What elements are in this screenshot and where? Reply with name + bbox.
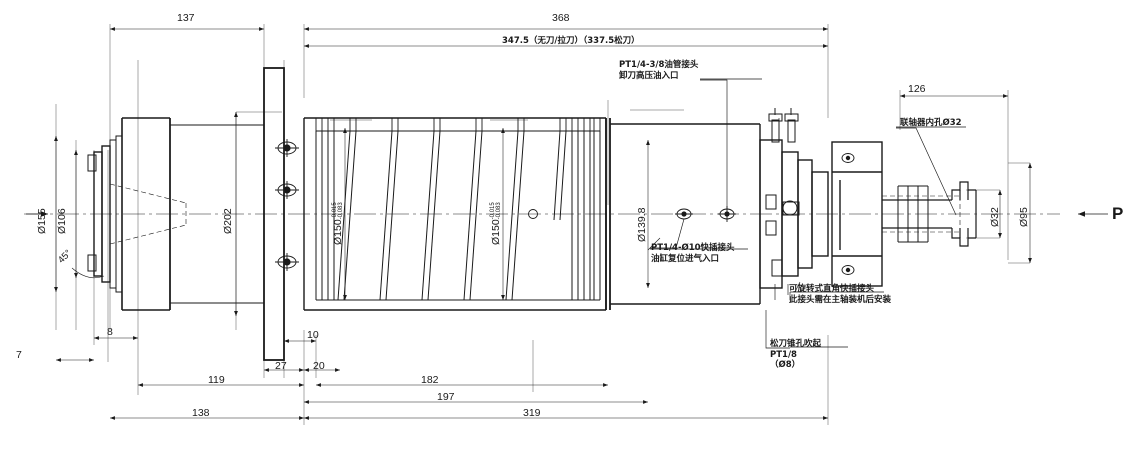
dimension-7: 7 — [16, 349, 22, 361]
dimension-20: 20 — [313, 360, 325, 372]
tol-upper: -0.015 — [332, 202, 339, 220]
dimension-119: 119 — [208, 374, 225, 386]
callout-taper-blow-line2: PT1/8 — [770, 349, 797, 360]
callout-air-reset-inlet-line2: 油缸复位进气入口 — [651, 253, 720, 264]
callout-taper-blow: 松刀锥孔吹起 PT1/8 （Ø8） — [770, 339, 821, 371]
diameter-150-b-value: Ø150 — [490, 219, 502, 245]
tol-lower: -0.083 — [338, 202, 345, 220]
diameter-202: Ø202 — [222, 208, 234, 234]
callout-taper-blow-line1: 松刀锥孔吹起 — [770, 339, 822, 349]
view-marker-p: P — [1112, 204, 1124, 223]
callout-air-reset-inlet-line1: PT1/4-Ø10快插接头 — [651, 243, 735, 253]
diameter-150-a-value: Ø150 — [332, 219, 344, 245]
callout-hydraulic-inlet-line1: PT1/4-3/8油管接头 — [619, 60, 699, 70]
diameter-150-b-tolerance: -0.015-0.083 — [490, 202, 502, 219]
callout-hydraulic-inlet: PT1/4-3/8油管接头 卸刀高压油入口 — [619, 60, 698, 81]
dimension-319: 319 — [523, 407, 541, 419]
dimension-137: 137 — [177, 12, 195, 24]
dimension-27: 27 — [275, 360, 287, 372]
diameter-150-b: Ø150-0.015-0.083 — [490, 202, 503, 245]
diameter-32: Ø32 — [989, 207, 1001, 227]
diameter-139-8: Ø139.8 — [636, 207, 648, 242]
callout-coupling-bore: 联轴器内孔Ø32 — [900, 118, 962, 129]
callout-taper-blow-line3: （Ø8） — [770, 360, 801, 371]
tol-upper: -0.015 — [490, 202, 497, 220]
dimension-182: 182 — [421, 374, 439, 386]
diameter-150-a: Ø150-0.015-0.083 — [332, 202, 345, 245]
diameter-150-a-tolerance: -0.015-0.083 — [332, 202, 344, 219]
callout-hydraulic-inlet-line2: 卸刀高压油入口 — [619, 70, 679, 81]
callout-coupling-bore-line1: 联轴器内孔Ø32 — [900, 118, 962, 128]
dimension-10: 10 — [307, 329, 319, 341]
dimension-138: 138 — [192, 407, 210, 419]
dimension-8: 8 — [107, 326, 113, 338]
dimension-197: 197 — [437, 391, 455, 403]
dimension-126: 126 — [908, 83, 926, 95]
callout-rotatable-elbow-line1: 可旋转式直角快插接头 — [789, 284, 875, 294]
diameter-106: Ø106 — [56, 208, 68, 234]
callout-air-reset-inlet: PT1/4-Ø10快插接头 油缸复位进气入口 — [651, 243, 735, 264]
tol-lower: -0.083 — [496, 202, 503, 220]
dimension-368: 368 — [552, 12, 570, 24]
callout-rotatable-elbow-line2: 此接头需在主轴装机后安装 — [789, 294, 892, 305]
dimension-347-5: 347.5（无刀/拉刀）（337.5松刀） — [502, 36, 640, 46]
diameter-155: Ø155 — [36, 208, 48, 234]
diameter-95: Ø95 — [1018, 207, 1030, 227]
callout-rotatable-elbow: 可旋转式直角快插接头 此接头需在主轴装机后安装 — [789, 284, 891, 305]
